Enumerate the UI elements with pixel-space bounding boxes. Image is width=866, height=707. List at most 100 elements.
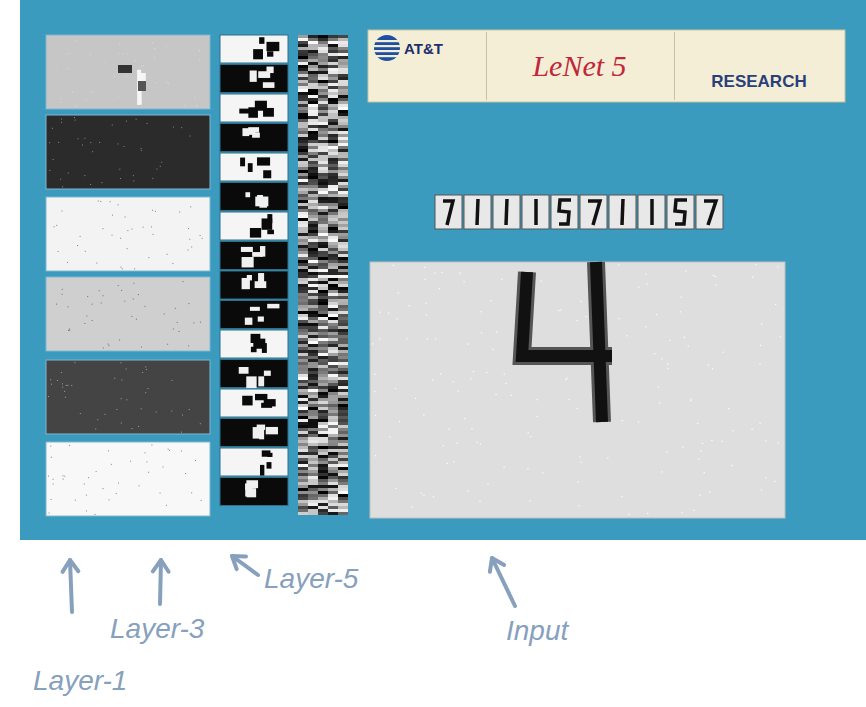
feature-cell (338, 494, 348, 497)
feature-map-small (220, 94, 288, 122)
feature-cell (318, 83, 328, 86)
feature-cell (338, 116, 348, 119)
feature-cell (318, 173, 328, 176)
feature-cell (318, 458, 328, 461)
feature-cell (328, 143, 338, 146)
feature-cell (328, 416, 338, 419)
noise-dot (580, 301, 581, 302)
feature-cell (338, 440, 348, 443)
feature-cell (338, 377, 348, 380)
feature-cell (318, 233, 328, 236)
feature-cell (298, 206, 308, 209)
feature-cell (308, 263, 318, 266)
feature-cell (308, 485, 318, 488)
feature-cell (298, 125, 308, 128)
feature-cell (318, 497, 328, 500)
feature-cell (328, 218, 338, 221)
feature-cell (298, 386, 308, 389)
feature-cell (318, 242, 328, 245)
feature-cell (298, 305, 308, 308)
noise-dot (656, 314, 657, 315)
feature-cell (328, 395, 338, 398)
feature-cell (308, 341, 318, 344)
noise-dot (379, 338, 380, 339)
noise-dot (560, 309, 561, 310)
feature-cell (298, 428, 308, 431)
feature-cell (308, 257, 318, 260)
feature-cell (308, 392, 318, 395)
feature-cell (308, 356, 318, 359)
noise-dot (659, 402, 660, 403)
feature-cell (328, 476, 338, 479)
feature-cell (308, 296, 318, 299)
noise-dot (379, 312, 380, 313)
feature-cell (308, 95, 318, 98)
feature-cell (338, 86, 348, 89)
feature-cell (298, 167, 308, 170)
noise-dot (395, 388, 396, 389)
feature-cell (308, 512, 318, 515)
feature-cell (338, 125, 348, 128)
feature-cell (338, 464, 348, 467)
feature-cell (308, 125, 318, 128)
feature-cell (338, 191, 348, 194)
noise-dot (585, 316, 586, 317)
noise-dot (682, 446, 683, 447)
feature-cell (308, 377, 318, 380)
feature-cell (338, 428, 348, 431)
noise-dot (618, 264, 619, 265)
feature-cell (338, 131, 348, 134)
feature-cell (318, 443, 328, 446)
feature-cell (328, 266, 338, 269)
feature-cell (318, 125, 328, 128)
feature-cell (328, 191, 338, 194)
feature-cell (328, 272, 338, 275)
feature-cell (308, 242, 318, 245)
feature-cell (318, 461, 328, 464)
feature-cell (338, 299, 348, 302)
feature-cell (328, 419, 338, 422)
feature-cell (338, 293, 348, 296)
feature-cell (298, 95, 308, 98)
noise-dot (398, 292, 399, 293)
noise-dot (558, 310, 559, 311)
noise-dot (580, 456, 581, 457)
feature-cell (318, 341, 328, 344)
feature-cell (318, 452, 328, 455)
feature-cell (298, 284, 308, 287)
noise-dot (393, 265, 394, 266)
feature-cell (318, 131, 328, 134)
feature-cell (318, 374, 328, 377)
feature-cell (338, 38, 348, 41)
noise-dot (577, 320, 578, 321)
feature-cell (338, 371, 348, 374)
feature-map (46, 360, 210, 434)
feature-cell (318, 155, 328, 158)
feature-cell (338, 407, 348, 410)
noise-dot (453, 381, 454, 382)
feature-cell (308, 98, 318, 101)
feature-cell (308, 353, 318, 356)
feature-cell (308, 332, 318, 335)
noise-dot (759, 423, 760, 424)
feature-cell (308, 110, 318, 113)
feature-cell (338, 485, 348, 488)
feature-cell (298, 308, 308, 311)
feature-cell (328, 197, 338, 200)
feature-cell (298, 449, 308, 452)
feature-cell (328, 296, 338, 299)
feature-cell (308, 188, 318, 191)
feature-cell (328, 80, 338, 83)
feature-cell (318, 326, 328, 329)
digit-sample (638, 195, 665, 229)
feature-map (46, 115, 210, 189)
feature-cell (298, 68, 308, 71)
feature-cell (298, 53, 308, 56)
feature-cell (318, 146, 328, 149)
feature-cell (328, 314, 338, 317)
feature-cell (298, 323, 308, 326)
feature-cell (318, 401, 328, 404)
feature-cell (298, 455, 308, 458)
feature-cell (328, 497, 338, 500)
noise-dot (504, 467, 505, 468)
